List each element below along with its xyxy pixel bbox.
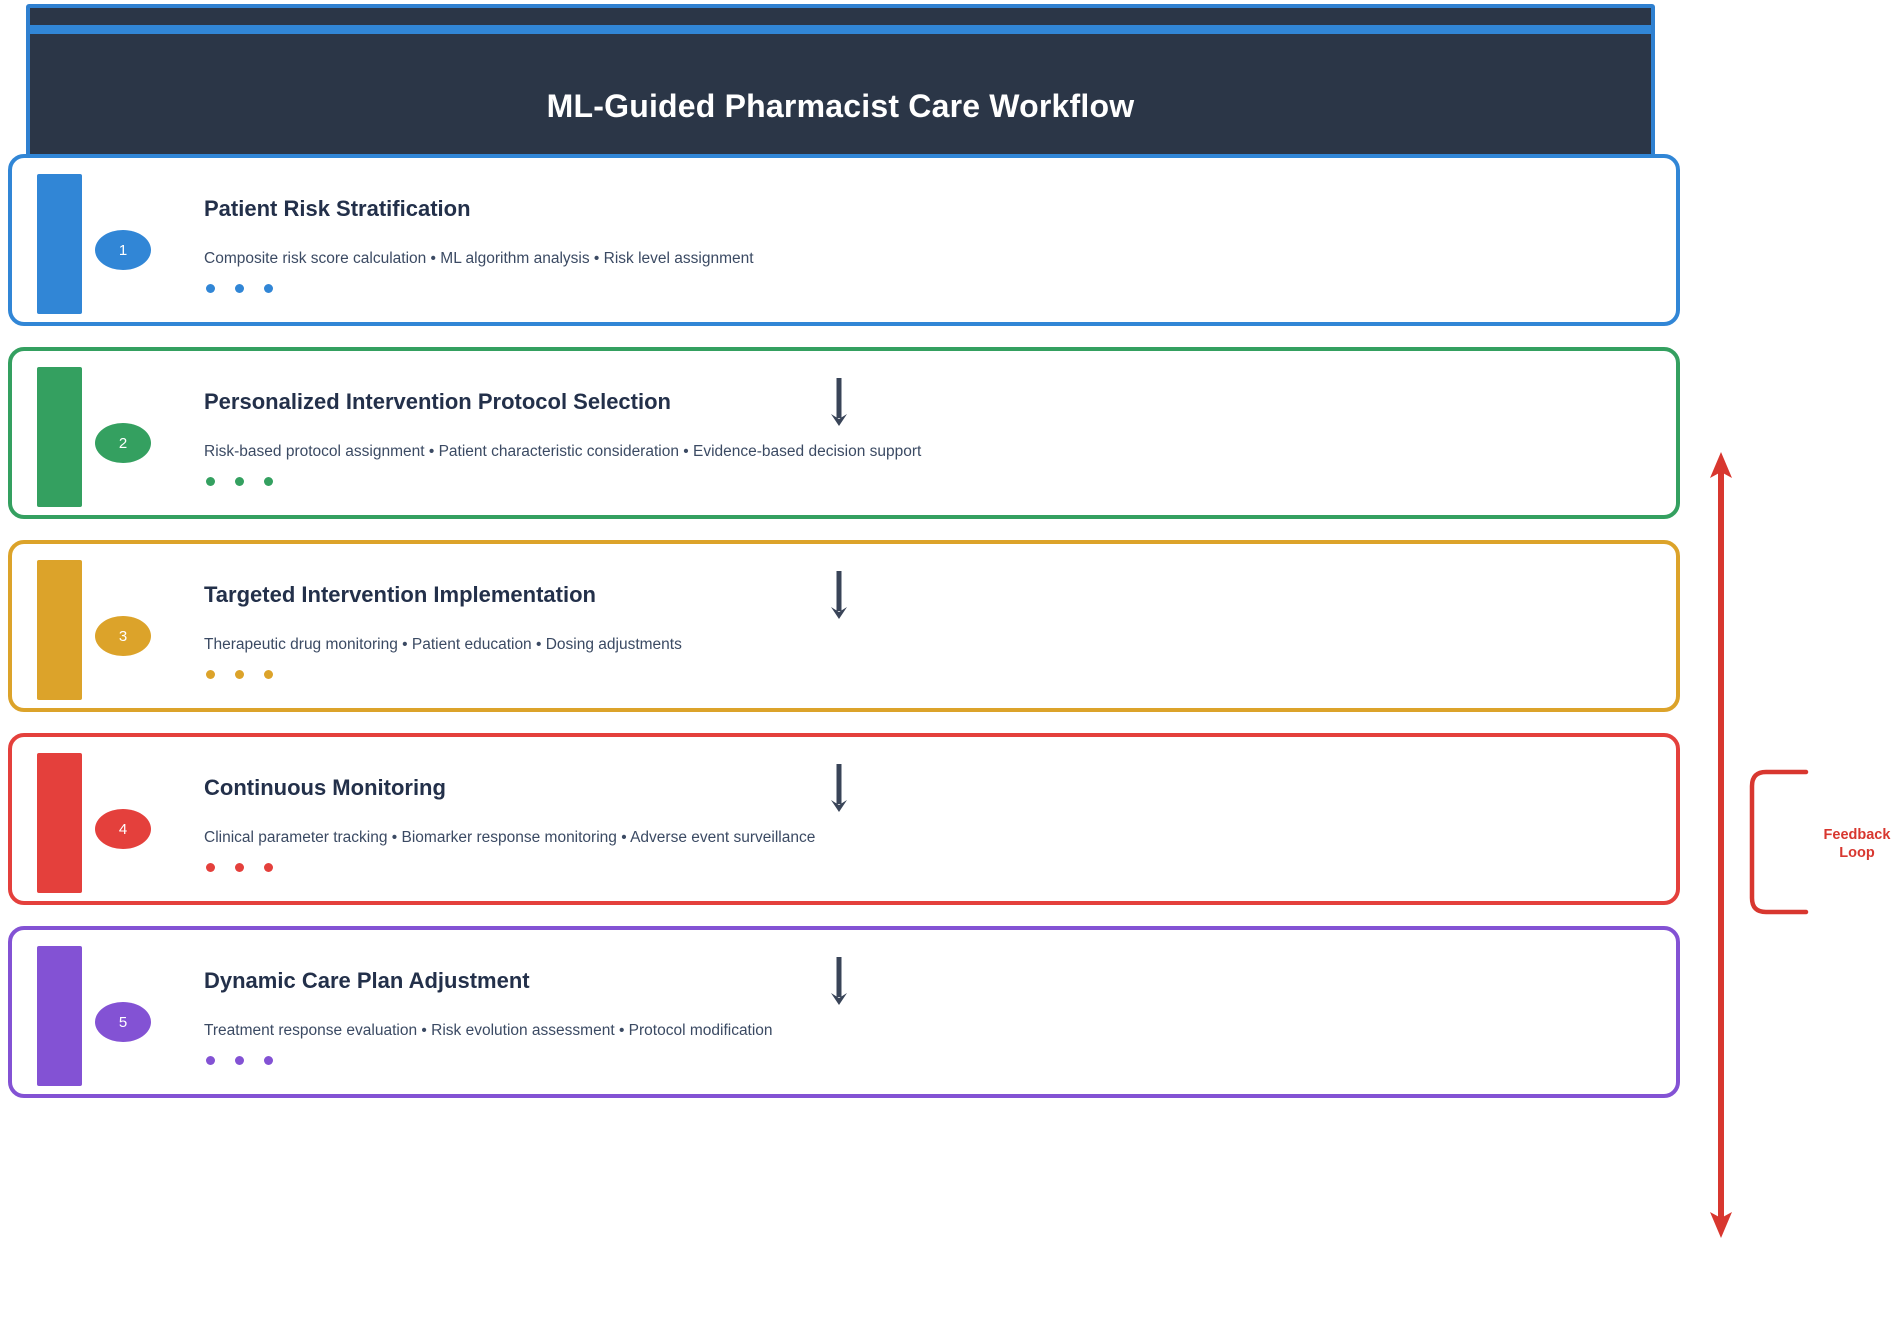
step-title: Personalized Intervention Protocol Selec…: [204, 389, 671, 414]
step-number-badge: 1: [95, 230, 151, 270]
progress-dot: [235, 1056, 244, 1065]
step-connector-arrow-2: [828, 571, 850, 619]
progress-dot: [206, 863, 215, 872]
step-title: Patient Risk Stratification: [204, 196, 471, 221]
step-progress-dots: [204, 284, 754, 293]
step-progress-dots: [204, 477, 921, 486]
step-connector-arrow-4: [828, 957, 850, 1005]
step-description: Composite risk score calculation • ML al…: [204, 250, 754, 267]
progress-dot: [235, 863, 244, 872]
progress-dot: [235, 284, 244, 293]
step-number-badge: 2: [95, 423, 151, 463]
progress-dot: [264, 863, 273, 872]
header-body: ML-Guided Pharmacist Care Workflow: [30, 43, 1651, 170]
connector-arrow-svg: [831, 571, 847, 619]
step-description: Risk-based protocol assignment • Patient…: [204, 443, 922, 460]
progress-dot: [206, 670, 215, 679]
progress-dot: [264, 477, 273, 486]
step-number-badge: 4: [95, 809, 151, 849]
feedback-label-line1: Feedback: [1823, 827, 1891, 843]
step-connector-arrow-1: [828, 378, 850, 426]
step-connector-arrow-3: [828, 764, 850, 812]
connector-arrow-svg: [831, 764, 847, 812]
step-progress-dots: [204, 1056, 773, 1065]
step-accent-bar: [37, 946, 82, 1086]
feedback-bracket-svg: [1749, 769, 1809, 915]
feedback-loop-arrow: [1700, 450, 1744, 1240]
step-progress-dots: [204, 863, 815, 872]
progress-dot: [264, 1056, 273, 1065]
feedback-loop-bracket: [1748, 768, 1810, 916]
feedback-loop-label: Feedback Loop: [1812, 826, 1902, 862]
step-accent-bar: [37, 753, 82, 893]
header-top-band: [30, 8, 1651, 34]
connector-arrow-svg: [831, 957, 847, 1005]
progress-dot: [206, 1056, 215, 1065]
progress-dot: [235, 670, 244, 679]
progress-dot: [235, 477, 244, 486]
step-description: Treatment response evaluation • Risk evo…: [204, 1022, 773, 1039]
step-text-block: Personalized Intervention Protocol Selec…: [204, 389, 921, 486]
progress-dot: [206, 284, 215, 293]
feedback-arrow-svg: [1710, 452, 1732, 1238]
step-accent-bar: [37, 174, 82, 314]
step-card-2[interactable]: 2 Personalized Intervention Protocol Sele…: [8, 347, 1680, 519]
step-accent-bar: [37, 560, 82, 700]
step-title: Dynamic Care Plan Adjustment: [204, 968, 530, 993]
feedback-label-line2: Loop: [1839, 845, 1875, 862]
progress-dot: [264, 670, 273, 679]
diagram-header: ML-Guided Pharmacist Care Workflow: [26, 4, 1655, 174]
progress-dot: [264, 284, 273, 293]
diagram-title: ML-Guided Pharmacist Care Workflow: [546, 88, 1135, 124]
step-number-badge: 5: [95, 1002, 151, 1042]
step-title: Continuous Monitoring: [204, 775, 446, 800]
connector-arrow-svg: [831, 378, 847, 426]
step-accent-bar: [37, 367, 82, 507]
step-description: Clinical parameter tracking • Biomarker …: [204, 829, 816, 846]
step-progress-dots: [204, 670, 682, 679]
step-description: Therapeutic drug monitoring • Patient ed…: [204, 636, 682, 653]
step-number-badge: 3: [95, 616, 151, 656]
progress-dot: [206, 477, 215, 486]
step-title: Targeted Intervention Implementation: [204, 582, 596, 607]
